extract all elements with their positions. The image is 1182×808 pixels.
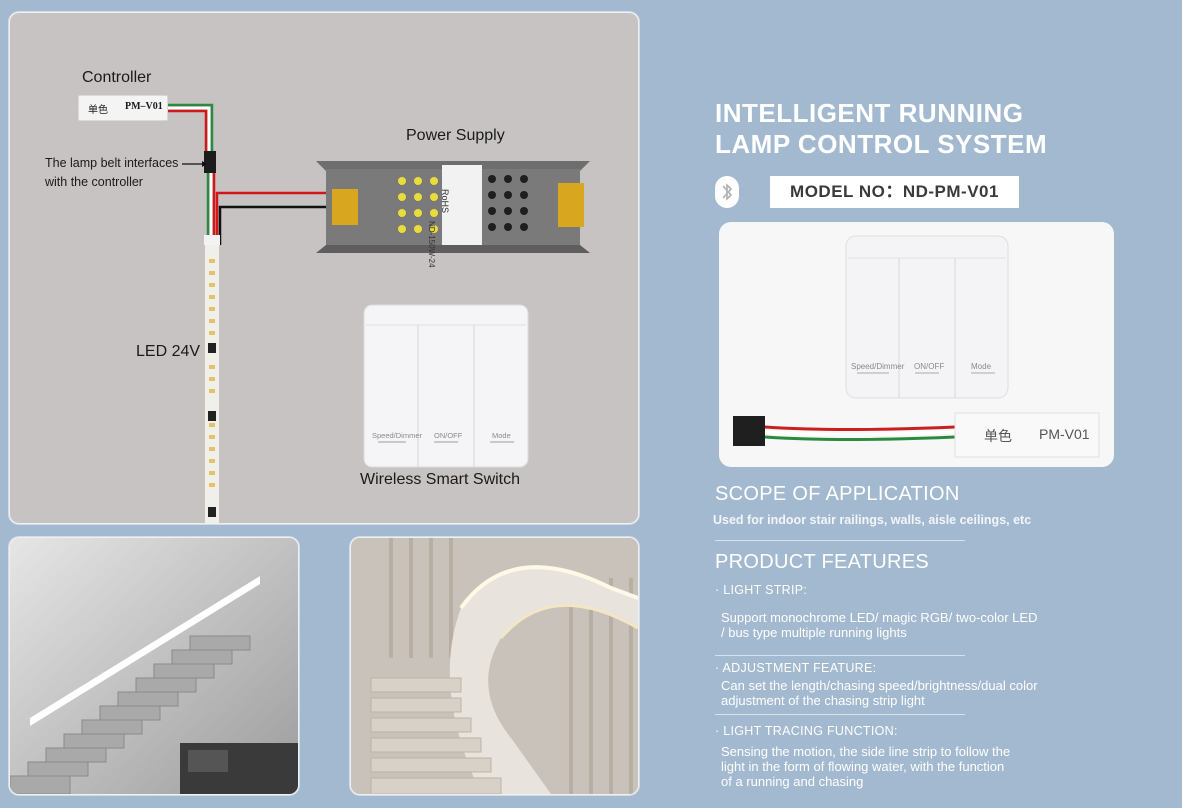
features-heading: PRODUCT FEATURES	[715, 551, 930, 573]
stair-photo-linear	[9, 537, 299, 795]
bluetooth-badge	[715, 176, 739, 208]
psu-rohs-text: RoHS	[440, 189, 450, 214]
feature-text-light-tracing: Sensing the motion, the side line strip …	[721, 744, 1010, 789]
product-switch-speed-label: Speed/Dimmer	[851, 362, 905, 371]
interface-note-line1: The lamp belt interfaces	[45, 156, 179, 170]
switch-label: Wireless Smart Switch	[360, 471, 521, 488]
scope-heading: SCOPE OF APPLICATION	[715, 483, 960, 505]
model-number-box: MODEL NO：ND-PM-V01	[770, 176, 1019, 208]
product-switch-mode-label: Mode	[971, 362, 992, 371]
feature-text-line: Can set the length/chasing speed/brightn…	[721, 678, 1038, 693]
feature-text-adjustment: Can set the length/chasing speed/brightn…	[721, 678, 1038, 708]
power-supply-label: Power Supply	[406, 127, 505, 144]
diagram-switch-mode-label: Mode	[492, 431, 511, 440]
feature-title-light-tracing: · LIGHT TRACING FUNCTION:	[715, 724, 898, 738]
divider	[715, 540, 965, 541]
feature-text-line: / bus type multiple running lights	[721, 625, 907, 640]
product-graphic	[733, 235, 1100, 458]
stair-photo-curved-graphic	[351, 538, 638, 794]
feature-text-light-strip: Support monochrome LED/ magic RGB/ two-c…	[721, 610, 1037, 640]
feature-text-line: Sensing the motion, the side line strip …	[721, 744, 1011, 759]
interface-note-line2: with the controller	[45, 175, 143, 189]
feature-text-line: light in the form of flowing water, with…	[721, 759, 1005, 774]
feature-title-light-strip: · LIGHT STRIP:	[715, 583, 808, 597]
divider	[715, 714, 965, 715]
stair-photo-linear-graphic	[10, 538, 298, 794]
scope-text: Used for indoor stair railings, walls, a…	[713, 513, 1032, 527]
controller-label: Controller	[82, 69, 152, 86]
product-card: Speed/Dimmer ON/OFF Mode 单色 PM-V01	[719, 222, 1114, 467]
product-switch-onoff-label: ON/OFF	[914, 362, 945, 371]
led-strip-label: LED 24V	[136, 343, 201, 360]
controller-tag-mono: 单色	[88, 105, 108, 116]
bluetooth-icon	[722, 183, 733, 201]
page-title: INTELLIGENT RUNNING LAMP CONTROL SYSTEM	[715, 98, 1047, 160]
stair-photo-curved	[350, 537, 639, 795]
diagram-switch-speed-label: Speed/Dimmer	[372, 431, 423, 440]
controller-tag-model: PM–V01	[125, 101, 163, 112]
page-title-line2: LAMP CONTROL SYSTEM	[715, 129, 1048, 159]
controller-tag: 单色 PM–V01	[78, 95, 168, 121]
feature-text-line: adjustment of the chasing strip light	[721, 693, 925, 708]
wiring-diagram-panel: 单色 PM–V01 Controller The lamp belt inter…	[9, 12, 639, 524]
product-tag-mono: 单色	[984, 428, 1012, 444]
diagram-switch-onoff-label: ON/OFF	[434, 431, 463, 440]
feature-text-line: Support monochrome LED/ magic RGB/ two-c…	[721, 610, 1038, 625]
page-title-line1: INTELLIGENT RUNNING	[715, 98, 1024, 128]
divider	[715, 655, 965, 656]
feature-text-line: of a running and chasing	[721, 774, 864, 789]
product-tag-model: PM-V01	[1039, 426, 1090, 442]
wiring-diagram-graphic	[166, 103, 590, 523]
psu-model-text: ND-150W-24	[427, 221, 436, 268]
feature-title-adjustment: · ADJUSTMENT FEATURE:	[715, 661, 877, 675]
